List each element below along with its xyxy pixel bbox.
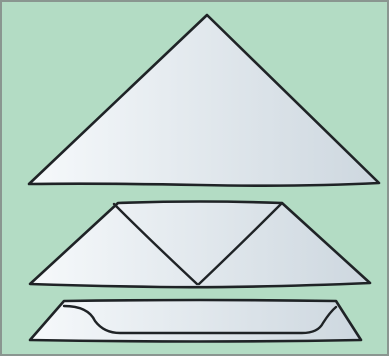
- band-sheet: [30, 300, 361, 342]
- fold-step-3: [30, 300, 361, 342]
